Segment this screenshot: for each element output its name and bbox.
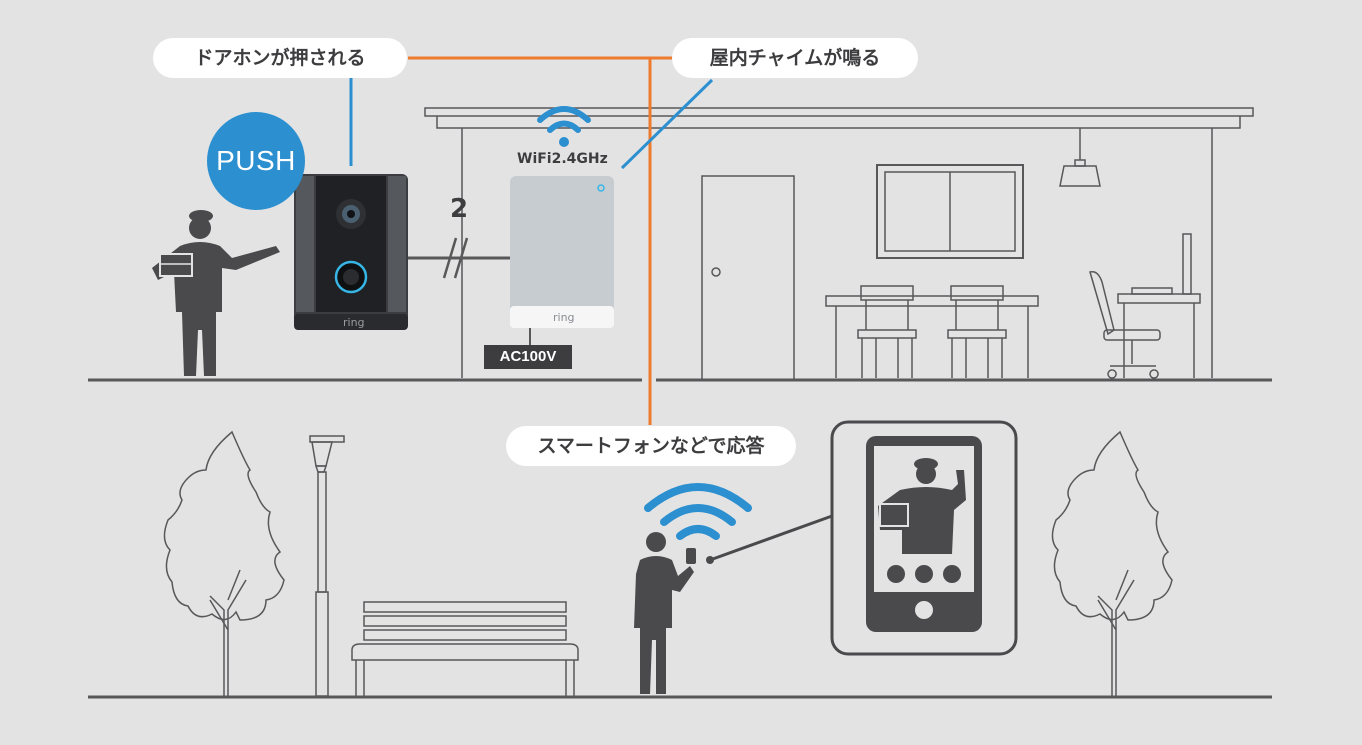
doorbell-pressed-label: ドアホンが押される <box>153 38 407 78</box>
office-chair-icon <box>1089 270 1161 379</box>
chime-device <box>510 176 614 328</box>
push-badge: PUSH <box>207 112 305 210</box>
window-icon <box>876 164 1024 259</box>
power-label: AC100V <box>484 345 572 369</box>
street-lamp-icon <box>309 435 345 697</box>
pendant-lamp-icon <box>1059 128 1101 187</box>
wire-count-label: 2 <box>450 194 469 224</box>
wifi-label: WiFi2.4GHz <box>517 151 608 167</box>
doorbell-device <box>294 174 408 330</box>
respond-smartphone-label: スマートフォンなどで応答 <box>506 426 796 466</box>
chime-brand-logo: ring <box>553 311 575 324</box>
wifi-icon <box>644 483 752 540</box>
person-phone-icon <box>634 532 696 694</box>
door-icon <box>701 175 795 381</box>
wire-slash-1 <box>442 237 458 279</box>
chime-leader <box>620 78 714 170</box>
phone-leader-dot <box>706 556 714 564</box>
house-outline <box>424 107 1254 378</box>
chime-rings-label: 屋内チャイムが鳴る <box>672 38 918 78</box>
tree-icon <box>163 430 285 696</box>
phone-leader <box>709 514 833 562</box>
caller-preview <box>878 458 966 554</box>
tree-icon <box>1051 430 1173 696</box>
wire-slash-2 <box>453 237 469 279</box>
notification-line <box>408 56 673 425</box>
dining-table-icon <box>825 285 1039 378</box>
doorbell-brand-logo: ring <box>343 316 365 329</box>
desk-icon <box>1117 233 1201 378</box>
wifi-icon <box>537 106 591 147</box>
bench-icon <box>351 601 579 696</box>
person-delivery-icon <box>152 210 280 376</box>
